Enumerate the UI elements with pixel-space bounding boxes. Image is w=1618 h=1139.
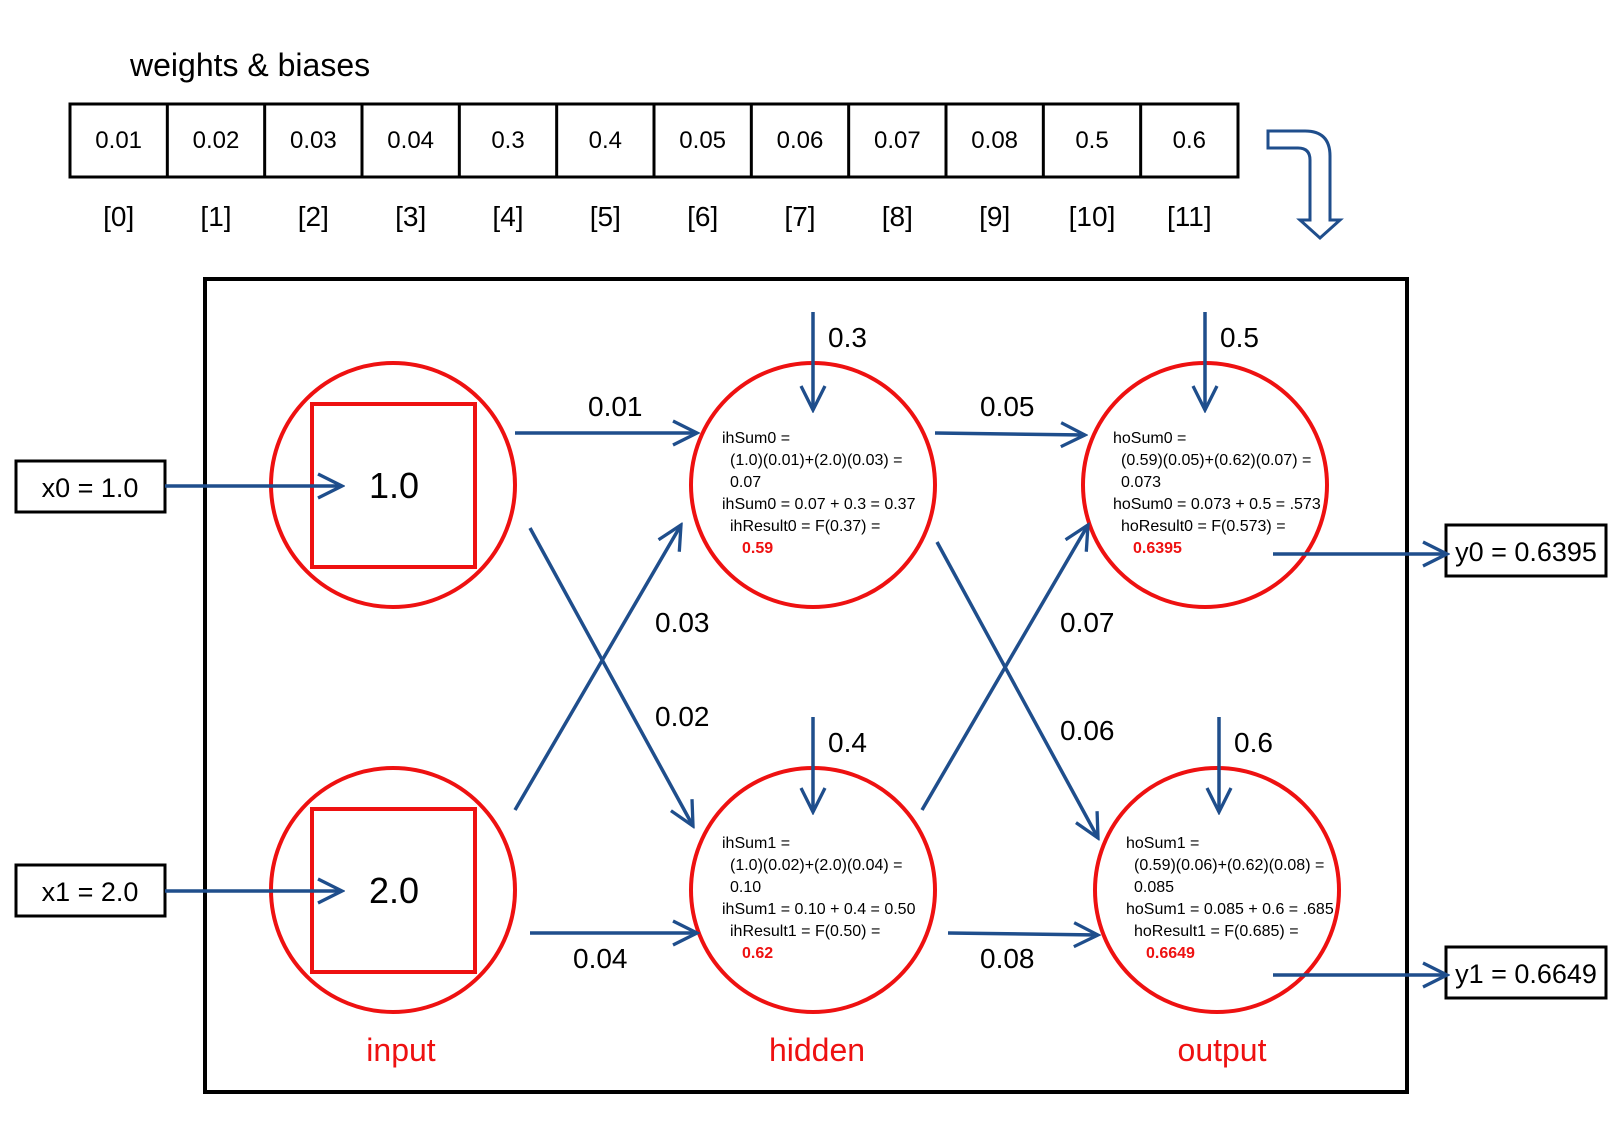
array-index-label: [7] [784,201,815,232]
array-index-label: [2] [298,201,329,232]
output-node-1-calc: hoSum1 = (0.59)(0.06)+(0.62)(0.08) = 0.0… [1126,835,1334,962]
flow-arrow-icon [1266,129,1344,241]
bias-label-o0: 0.5 [1220,322,1259,353]
arrow-h0-o0 [934,433,1085,435]
array-cell-value: 0.03 [290,127,337,154]
output-y0-box [1444,523,1608,578]
output-node-1 [1093,766,1341,1014]
input-x0-label: x0 = 1.0 [42,473,139,503]
calc-result: 0.59 [742,540,773,557]
calc-line: 0.073 [1121,474,1161,491]
array-index-label: [10] [1069,201,1116,232]
weights-biases-title: weights & biases [129,47,370,83]
bias-label-o1: 0.6 [1234,727,1273,758]
array-cell-value: 0.5 [1075,127,1108,154]
array-cell-value: 0.04 [387,127,434,154]
calc-line: (1.0)(0.01)+(2.0)(0.03) = [730,452,903,469]
calc-result: 0.62 [742,945,773,962]
bias-label-h0: 0.3 [828,322,867,353]
array-cell-value: 0.3 [491,127,524,154]
weight-label-w00: 0.01 [588,391,643,422]
weight-label-v10: 0.07 [1060,607,1115,638]
weights-array: 0.01 0.02 0.03 0.04 0.3 0.4 0.05 0.06 0.07 0.08 0.… [68,102,1240,232]
array-cell-value: 0.4 [589,127,622,154]
array-cell-value: 0.06 [777,127,824,154]
array-index-label: [4] [492,201,523,232]
calc-line: 0.10 [730,879,761,896]
arrow-i1-h0 [513,525,681,811]
calc-line: ihSum1 = 0.10 + 0.4 = 0.50 [722,901,916,918]
calc-line: ihSum0 = 0.07 + 0.3 = 0.37 [722,496,916,513]
array-index-label: [5] [590,201,621,232]
calc-line: 0.07 [730,474,761,491]
weight-label-v11: 0.08 [980,943,1035,974]
array-cell-value: 0.05 [679,127,726,154]
calc-line: (1.0)(0.02)+(2.0)(0.04) = [730,857,903,874]
hidden-node-1-calc: ihSum1 = (1.0)(0.02)+(2.0)(0.04) = 0.10 … [722,835,916,962]
calc-line: hoSum0 = [1113,430,1186,447]
array-index-label: [9] [979,201,1010,232]
bias-label-h1: 0.4 [828,727,867,758]
weight-label-v00: 0.05 [980,391,1035,422]
layer-label-hidden: hidden [769,1032,865,1068]
hidden-node-0-calc: ihSum0 = (1.0)(0.01)+(2.0)(0.03) = 0.07 … [722,430,916,557]
arrow-h1-o1 [947,933,1098,935]
array-cell-value: 0.01 [95,127,142,154]
calc-line: ihResult1 = F(0.50) = [730,923,880,940]
calc-line: hoResult0 = F(0.573) = [1121,518,1286,535]
array-cell-value: 0.08 [971,127,1018,154]
input-node-0-value: 1.0 [369,465,419,506]
calc-result: 0.6649 [1146,945,1195,962]
calc-line: hoSum1 = [1126,835,1199,852]
array-index-label: [3] [395,201,426,232]
output-y0-label: y0 = 0.6395 [1455,537,1597,567]
arrow-h1-o0 [920,525,1088,811]
array-cells: 0.01 0.02 0.03 0.04 0.3 0.4 0.05 0.06 0.07 0.08 0.… [95,127,1206,154]
calc-line: ihResult0 = F(0.37) = [730,518,880,535]
network-frame [203,277,1409,1094]
array-indices: [0] [1] [2] [3] [4] [5] [6] [7] [8] [9] [10] [11] [103,201,1212,232]
calc-line: ihSum0 = [722,430,790,447]
calc-line: hoSum1 = 0.085 + 0.6 = .685 [1126,901,1334,918]
layer-label-input: input [366,1032,436,1068]
array-index-label: [0] [103,201,134,232]
array-cell-value: 0.6 [1173,127,1206,154]
output-y1-label: y1 = 0.6649 [1455,959,1597,989]
arrow-i0-h1 [528,527,693,826]
calc-result: 0.6395 [1133,540,1182,557]
array-cell-value: 0.07 [874,127,921,154]
input-x1-box [14,863,167,918]
calc-line: ihSum1 = [722,835,790,852]
array-cell-value: 0.02 [193,127,240,154]
input-x1-label: x1 = 2.0 [42,877,139,907]
layer-label-output: output [1178,1032,1267,1068]
calc-line: (0.59)(0.05)+(0.62)(0.07) = [1121,452,1311,469]
calc-line: hoSum0 = 0.073 + 0.5 = .573 [1113,496,1321,513]
input-node-1-value: 2.0 [369,870,419,911]
array-dividers [165,104,1143,177]
weight-label-w11: 0.04 [573,943,628,974]
weight-label-v01: 0.06 [1060,715,1115,746]
array-index-label: [8] [882,201,913,232]
weight-label-w10: 0.03 [655,607,710,638]
array-index-label: [11] [1167,201,1212,232]
weight-label-w01: 0.02 [655,701,710,732]
array-index-label: [1] [200,201,231,232]
calc-line: hoResult1 = F(0.685) = [1134,923,1299,940]
calc-line: (0.59)(0.06)+(0.62)(0.08) = [1134,857,1324,874]
output-node-0-calc: hoSum0 = (0.59)(0.05)+(0.62)(0.07) = 0.0… [1113,430,1321,557]
calc-line: 0.085 [1134,879,1174,896]
arrow-h0-o1 [935,541,1098,838]
connection-arrows [165,312,1447,975]
array-index-label: [6] [687,201,718,232]
